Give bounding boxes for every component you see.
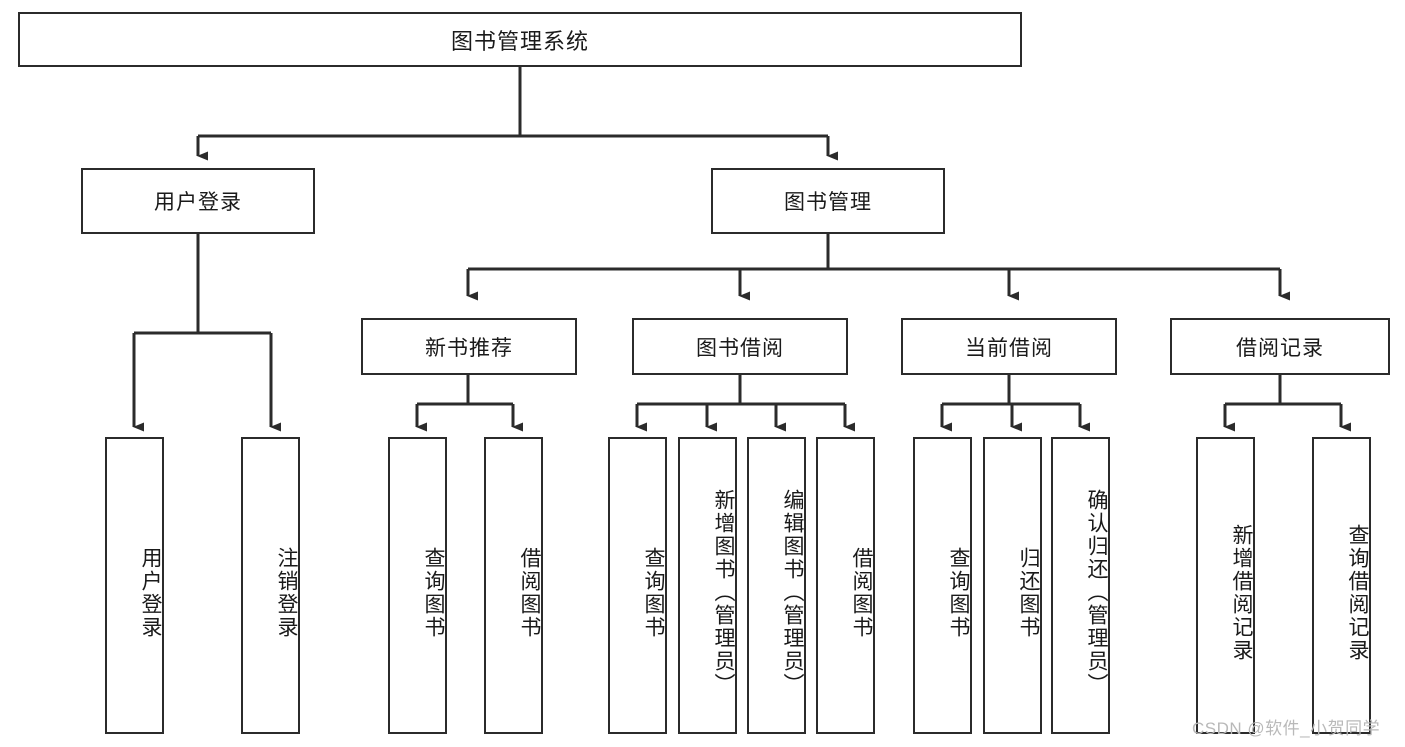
leaf-current-return-book[interactable]: 归还图书 xyxy=(983,437,1042,734)
leaf-record-query-borrow-record[interactable]: 查询借阅记录 xyxy=(1312,437,1371,734)
node-borrow-record[interactable]: 借阅记录 xyxy=(1170,318,1390,375)
leaf-user-login-login[interactable]: 用户登录 xyxy=(105,437,164,734)
node-label: 借阅图书 xyxy=(850,546,873,639)
node-book-management[interactable]: 图书管理 xyxy=(711,168,945,234)
node-label: 查询图书 xyxy=(422,546,445,639)
node-label: 查询图书 xyxy=(642,546,665,639)
leaf-borrow-edit-book-admin[interactable]: 编辑图书（管理员） xyxy=(747,437,806,734)
node-label: 新增借阅记录 xyxy=(1230,523,1253,662)
node-current-borrow[interactable]: 当前借阅 xyxy=(901,318,1117,375)
node-label: 当前借阅 xyxy=(965,336,1053,360)
node-label: 图书借阅 xyxy=(696,336,784,360)
node-label: 借阅图书 xyxy=(518,546,541,639)
watermark-text: CSDN @软件_小贺同学 xyxy=(1192,719,1381,738)
leaf-record-add-borrow-record[interactable]: 新增借阅记录 xyxy=(1196,437,1255,734)
leaf-borrow-add-book-admin[interactable]: 新增图书（管理员） xyxy=(678,437,737,734)
node-label: 注销登录 xyxy=(275,546,298,639)
node-label: 确认归还（管理员） xyxy=(1085,489,1108,696)
node-user-login[interactable]: 用户登录 xyxy=(81,168,315,234)
leaf-borrow-borrow-book[interactable]: 借阅图书 xyxy=(816,437,875,734)
node-label: 用户登录 xyxy=(139,546,162,639)
leaf-current-query-book[interactable]: 查询图书 xyxy=(913,437,972,734)
node-root-system[interactable]: 图书管理系统 xyxy=(18,12,1022,67)
node-label: 图书管理系统 xyxy=(450,28,589,54)
leaf-new-book-borrow[interactable]: 借阅图书 xyxy=(484,437,543,734)
node-label: 借阅记录 xyxy=(1236,336,1324,360)
node-label: 新增图书（管理员） xyxy=(712,489,735,696)
leaf-new-book-query[interactable]: 查询图书 xyxy=(388,437,447,734)
leaf-current-confirm-return-admin[interactable]: 确认归还（管理员） xyxy=(1051,437,1110,734)
node-label: 图书管理 xyxy=(784,191,872,214)
node-label: 新书推荐 xyxy=(425,336,513,360)
node-new-book-recommend[interactable]: 新书推荐 xyxy=(361,318,577,375)
leaf-user-login-logout[interactable]: 注销登录 xyxy=(241,437,300,734)
leaf-borrow-query-book[interactable]: 查询图书 xyxy=(608,437,667,734)
node-label: 查询图书 xyxy=(947,546,970,639)
node-book-borrow[interactable]: 图书借阅 xyxy=(632,318,848,375)
node-label: 归还图书 xyxy=(1017,546,1040,639)
node-label: 编辑图书（管理员） xyxy=(781,489,804,696)
node-label: 查询借阅记录 xyxy=(1346,523,1369,662)
node-label: 用户登录 xyxy=(154,191,242,214)
